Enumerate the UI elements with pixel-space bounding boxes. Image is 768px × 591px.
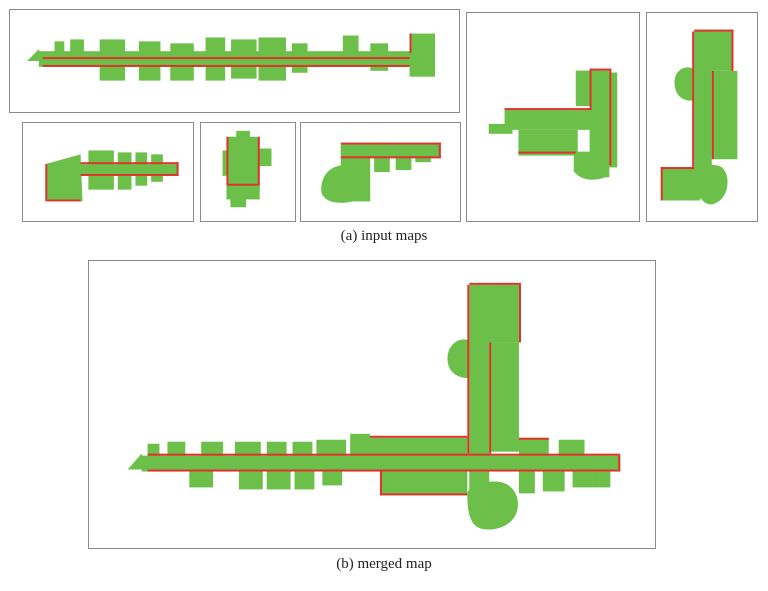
input-map-5-drawing	[488, 68, 618, 180]
input-map-6	[646, 12, 758, 222]
input-map-1	[9, 9, 460, 113]
merged-map-drawing	[127, 282, 621, 530]
caption-merged-map: (b) merged map	[336, 556, 432, 572]
input-map-3-drawing	[222, 130, 272, 208]
caption-input-maps: (a) input maps	[340, 228, 428, 244]
input-map-3	[200, 122, 296, 222]
input-map-2	[22, 122, 194, 222]
input-map-1-drawing	[27, 33, 436, 81]
input-map-5	[466, 12, 640, 222]
input-map-4-drawing	[321, 142, 441, 203]
input-map-6-drawing	[660, 29, 738, 205]
input-map-4	[300, 122, 461, 222]
input-map-2-drawing	[45, 150, 179, 202]
merged-map	[88, 260, 656, 549]
